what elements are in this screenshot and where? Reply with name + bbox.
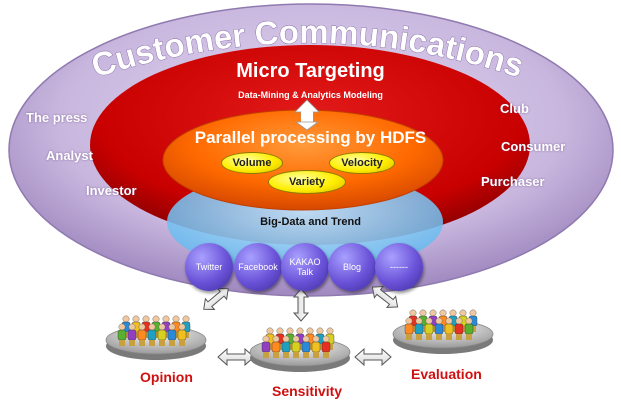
person-icon [147,323,157,346]
person-icon [177,323,187,346]
label-investor: Investor [86,183,137,198]
person-icon [137,323,147,346]
person-icon [301,335,311,358]
big-data-label: Big-Data and Trend [260,216,361,228]
label-analyst: Analyst [46,148,93,163]
sensitivity-crowd [249,327,351,372]
double-arrow-icon [203,285,399,367]
channel-more: ------ [375,243,423,291]
person-icon [127,323,137,346]
person-icon [404,317,414,340]
channel-twitter: Twitter [185,243,233,291]
micro-targeting-title: Micro Targeting [236,60,385,82]
person-icon [311,335,321,358]
person-icon [434,317,444,340]
person-icon [424,317,434,340]
pill-velocity: Velocity [329,152,395,174]
person-icon [464,317,474,340]
person-icon [167,323,177,346]
evaluation-crowd [392,309,494,354]
channel-blog: Blog [328,243,376,291]
person-icon [271,335,281,358]
label-consumer: Consumer [501,139,566,154]
channel-facebook: Facebook [234,243,282,291]
person-icon [261,335,271,358]
channel-kakao-talk: KAKAO Talk [281,243,329,291]
person-icon [414,317,424,340]
pill-variety: Variety [268,170,346,194]
micro-targeting-subtitle: Data-Mining & Analytics Modeling [238,90,383,100]
person-icon [281,335,291,358]
group-opinion: Opinion [140,369,193,385]
label-the-press: The press [26,110,88,125]
hdfs-title: Parallel processing by HDFS [194,128,427,147]
group-sensitivity: Sensitivity [272,383,343,399]
up-down-arrow-icon [294,99,320,131]
person-icon [157,323,167,346]
person-icon [321,335,331,358]
label-purchaser: Purchaser [481,174,545,189]
pill-volume: Volume [221,152,283,174]
opinion-crowd [105,315,207,360]
person-icon [291,335,301,358]
label-club: Club [500,101,529,116]
person-icon [444,317,454,340]
group-evaluation: Evaluation [411,366,482,382]
person-icon [454,317,464,340]
person-icon [117,323,127,346]
